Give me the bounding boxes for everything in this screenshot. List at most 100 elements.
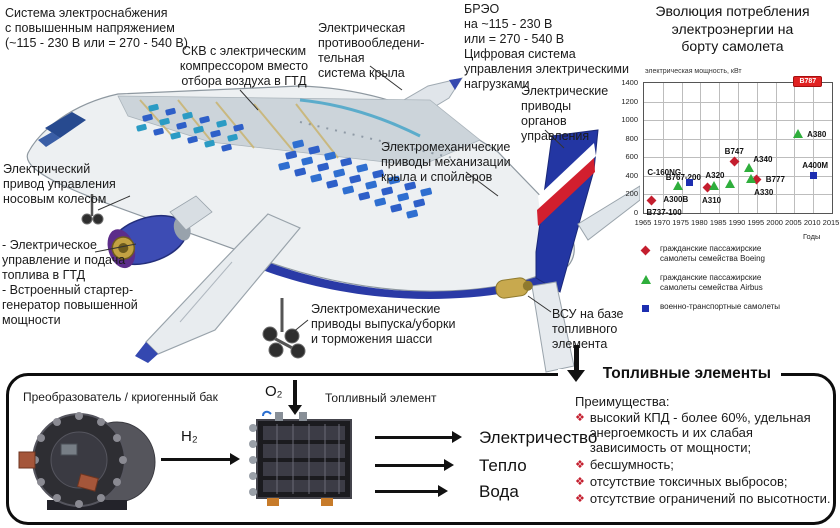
- window-line: [299, 121, 471, 163]
- cabin-ribs: [139, 99, 339, 159]
- chart-point-label: A380: [807, 130, 827, 139]
- fuel-cell-illustration: [249, 410, 352, 506]
- advantage-item: ❖бесшумность;: [575, 457, 831, 473]
- grid-line-y: [644, 157, 832, 159]
- seat: [406, 209, 419, 219]
- cell-grid: [276, 424, 340, 494]
- label-flight-controls: Электрические приводы органов управления: [521, 84, 609, 143]
- seat: [221, 143, 232, 152]
- chart-point-label: A330: [754, 187, 774, 197]
- tail-stripe-white: [538, 143, 596, 212]
- seat: [204, 139, 215, 148]
- label-nose-wheel: Электрический привод управления носовым …: [3, 162, 116, 206]
- legend-marker: [641, 304, 651, 314]
- flap-line: [179, 261, 233, 323]
- panel-title: Топливные элементы: [592, 365, 781, 383]
- grid-line-x: [662, 83, 664, 213]
- advantages-block: Преимущества: ❖высокий КПД - более 60%, …: [575, 394, 831, 509]
- seat: [310, 173, 323, 183]
- chart-point-label: B737-100: [646, 207, 682, 217]
- seat: [372, 169, 385, 179]
- engine: [107, 214, 191, 269]
- output-arrow: [375, 485, 448, 497]
- tail-stripe-red: [537, 158, 595, 226]
- x-tick-label: 1980: [691, 218, 708, 227]
- chart-point: [725, 178, 736, 188]
- seat: [381, 186, 394, 196]
- label-power-system: Система электроснабжения с повышенным на…: [5, 6, 188, 50]
- seat: [404, 181, 417, 191]
- aircraft-illustration: [26, 65, 640, 373]
- seat: [356, 163, 369, 173]
- cockpit-window: [45, 112, 86, 138]
- advantage-bullet-icon: ❖: [575, 458, 585, 471]
- legend-marker: [641, 274, 651, 285]
- nose-gear: [81, 194, 104, 225]
- seat: [176, 121, 187, 130]
- x-tick-label: 1990: [728, 218, 746, 227]
- cell-bolts: [249, 424, 257, 496]
- y-tick-label: 1400: [621, 78, 638, 87]
- seat: [390, 203, 403, 213]
- seat: [301, 156, 314, 166]
- stabilizer-right: [577, 185, 640, 241]
- chart-point-box: B787: [793, 76, 823, 87]
- main-gear: [262, 298, 306, 359]
- label-apu: ВСУ на базе топливного элемента: [552, 307, 624, 351]
- converter-label: Преобразователь / криогенный бак: [23, 390, 218, 404]
- seat: [227, 133, 238, 142]
- y-tick-label: 200: [625, 189, 638, 199]
- grid-line-x: [775, 83, 777, 213]
- output-arrow: [375, 431, 462, 443]
- y-tick-label: 0: [633, 208, 638, 217]
- advantages-title: Преимущества:: [575, 394, 670, 409]
- chart-point-label: C-160NG: [647, 168, 682, 178]
- seat: [148, 103, 159, 112]
- h2-arrow-head: [230, 453, 240, 465]
- x-tick-label: 1975: [672, 218, 689, 227]
- advantage-bullet-icon: ❖: [575, 492, 585, 505]
- chart-point-label: A310: [701, 196, 722, 206]
- chart-point: [746, 173, 757, 183]
- advantage-text: отсутствие ограничений по высотности.: [589, 490, 831, 506]
- chart-title: Эволюция потребления электроэнергии на б…: [655, 3, 810, 54]
- output-arrow-head: [452, 431, 462, 443]
- chart-point: [708, 181, 719, 191]
- grid-line-y: [644, 175, 832, 177]
- x-tick-label: 1970: [653, 218, 671, 227]
- x-tick-label: 1995: [747, 218, 765, 227]
- fuel-cell-label: Топливный элемент: [325, 391, 437, 405]
- grid-line-x: [738, 83, 739, 213]
- seat: [165, 107, 176, 116]
- label-anti-ice: Электрическая противообледени- тельная с…: [318, 21, 425, 80]
- seat: [170, 131, 181, 140]
- y-tick-label: 1200: [621, 96, 638, 106]
- grid-line-x: [700, 83, 702, 213]
- seat: [358, 191, 371, 201]
- legend-marker: [640, 245, 651, 256]
- x-tick-label: 2015: [822, 218, 840, 227]
- grid-line-y: [644, 138, 832, 140]
- x-tick-label: 1965: [634, 218, 652, 227]
- seat: [317, 162, 330, 172]
- arrow-bar: [574, 345, 579, 370]
- label-gear-drives: Электромеханические приводы выпуска/убор…: [311, 302, 456, 346]
- h2-label: H₂: [181, 428, 198, 445]
- h2-arrow: [161, 453, 240, 465]
- apu-unit: [495, 277, 533, 299]
- label-engine-ctrl: - Электрическое управление и подача топл…: [2, 238, 138, 327]
- seat: [187, 135, 198, 144]
- output-label: Электричество: [479, 428, 598, 447]
- seat: [365, 180, 378, 190]
- chart-point-label: B747: [724, 146, 744, 156]
- output-arrow: [375, 459, 454, 471]
- y-tick-label: 600: [625, 152, 638, 162]
- output-arrow-head: [444, 459, 454, 471]
- x-tick-label: 2010: [803, 218, 821, 227]
- seat: [153, 127, 164, 136]
- seat: [142, 113, 153, 122]
- grid-line-x: [719, 83, 721, 213]
- advantage-item: ❖ отсутствие ограничений по высотности.: [575, 490, 831, 507]
